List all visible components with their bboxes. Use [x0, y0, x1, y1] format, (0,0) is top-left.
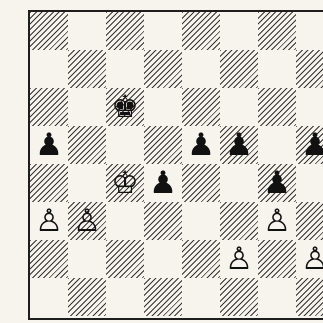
square-f4[interactable]	[220, 164, 258, 202]
square-d6[interactable]	[144, 88, 182, 126]
square-h3[interactable]	[296, 202, 323, 240]
square-c6[interactable]: ♚	[106, 88, 144, 126]
black-pawn-piece[interactable]: ♟	[30, 126, 68, 164]
square-a7[interactable]	[30, 50, 68, 88]
square-h7[interactable]	[296, 50, 323, 88]
square-h2[interactable]: ♙	[296, 240, 323, 278]
white-pawn-piece[interactable]: ♙	[220, 240, 258, 278]
black-pawn-piece[interactable]: ♟	[258, 164, 296, 202]
white-pawn-piece-glyph: ♙	[263, 206, 291, 237]
white-pawn-piece-glyph: ♙	[73, 206, 101, 237]
square-h8[interactable]	[296, 12, 323, 50]
white-pawn-piece-glyph: ♙	[301, 244, 323, 275]
square-h1[interactable]	[296, 278, 323, 316]
square-g2[interactable]	[258, 240, 296, 278]
square-a8[interactable]	[30, 12, 68, 50]
square-a3[interactable]: ♙	[30, 202, 68, 240]
square-f8[interactable]	[220, 12, 258, 50]
square-g6[interactable]	[258, 88, 296, 126]
square-g3[interactable]: ♙	[258, 202, 296, 240]
square-f3[interactable]	[220, 202, 258, 240]
square-e1[interactable]	[182, 278, 220, 316]
square-c2[interactable]	[106, 240, 144, 278]
square-c8[interactable]	[106, 12, 144, 50]
square-f2[interactable]: ♙	[220, 240, 258, 278]
white-king-piece[interactable]: ♔	[106, 164, 144, 202]
square-d4[interactable]: ♟	[144, 164, 182, 202]
white-pawn-piece[interactable]: ♙	[30, 202, 68, 240]
black-pawn-piece[interactable]: ♟	[182, 126, 220, 164]
square-c5[interactable]	[106, 126, 144, 164]
square-c4[interactable]: ♔	[106, 164, 144, 202]
square-a6[interactable]	[30, 88, 68, 126]
square-f6[interactable]	[220, 88, 258, 126]
black-pawn-piece-glyph: ♟	[225, 130, 253, 161]
chess-board-frame: ♚ ♟ ♟ ♟ ♟ ♔ ♟ ♟ ♙ ♙ ♙ ♙ ♙	[28, 10, 323, 320]
square-d2[interactable]	[144, 240, 182, 278]
black-king-piece[interactable]: ♚	[106, 88, 144, 126]
square-b5[interactable]	[68, 126, 106, 164]
square-b6[interactable]	[68, 88, 106, 126]
white-pawn-piece-glyph: ♙	[225, 244, 253, 275]
black-pawn-piece-glyph: ♟	[35, 130, 63, 161]
square-b4[interactable]	[68, 164, 106, 202]
black-pawn-piece-glyph: ♟	[187, 130, 215, 161]
square-c1[interactable]	[106, 278, 144, 316]
square-f1[interactable]	[220, 278, 258, 316]
square-f5[interactable]: ♟	[220, 126, 258, 164]
square-b8[interactable]	[68, 12, 106, 50]
square-f7[interactable]	[220, 50, 258, 88]
black-pawn-piece-glyph: ♟	[263, 168, 291, 199]
square-a5[interactable]: ♟	[30, 126, 68, 164]
white-pawn-piece[interactable]: ♙	[258, 202, 296, 240]
square-c7[interactable]	[106, 50, 144, 88]
black-king-piece-glyph: ♚	[111, 92, 139, 123]
black-pawn-piece-glyph: ♟	[301, 130, 323, 161]
square-b2[interactable]	[68, 240, 106, 278]
square-b3[interactable]: ♙	[68, 202, 106, 240]
square-e4[interactable]	[182, 164, 220, 202]
black-pawn-piece[interactable]: ♟	[144, 164, 182, 202]
white-pawn-piece[interactable]: ♙	[296, 240, 323, 278]
square-a1[interactable]	[30, 278, 68, 316]
black-pawn-piece[interactable]: ♟	[296, 126, 323, 164]
square-e2[interactable]	[182, 240, 220, 278]
white-king-piece-glyph: ♔	[111, 168, 139, 199]
square-g1[interactable]	[258, 278, 296, 316]
square-d7[interactable]	[144, 50, 182, 88]
square-d8[interactable]	[144, 12, 182, 50]
square-g4[interactable]: ♟	[258, 164, 296, 202]
square-a4[interactable]	[30, 164, 68, 202]
square-d5[interactable]	[144, 126, 182, 164]
square-e8[interactable]	[182, 12, 220, 50]
square-d3[interactable]	[144, 202, 182, 240]
square-h6[interactable]	[296, 88, 323, 126]
square-e6[interactable]	[182, 88, 220, 126]
square-h4[interactable]	[296, 164, 323, 202]
square-g5[interactable]	[258, 126, 296, 164]
square-b7[interactable]	[68, 50, 106, 88]
square-d1[interactable]	[144, 278, 182, 316]
square-g7[interactable]	[258, 50, 296, 88]
square-c3[interactable]	[106, 202, 144, 240]
square-e3[interactable]	[182, 202, 220, 240]
square-e7[interactable]	[182, 50, 220, 88]
square-b1[interactable]	[68, 278, 106, 316]
black-pawn-piece[interactable]: ♟	[220, 126, 258, 164]
square-g8[interactable]	[258, 12, 296, 50]
square-e5[interactable]: ♟	[182, 126, 220, 164]
black-pawn-piece-glyph: ♟	[149, 168, 177, 199]
chess-board[interactable]: ♚ ♟ ♟ ♟ ♟ ♔ ♟ ♟ ♙ ♙ ♙ ♙ ♙	[30, 12, 323, 316]
square-a2[interactable]	[30, 240, 68, 278]
white-pawn-piece[interactable]: ♙	[68, 202, 106, 240]
white-pawn-piece-glyph: ♙	[35, 206, 63, 237]
square-h5[interactable]: ♟	[296, 126, 323, 164]
